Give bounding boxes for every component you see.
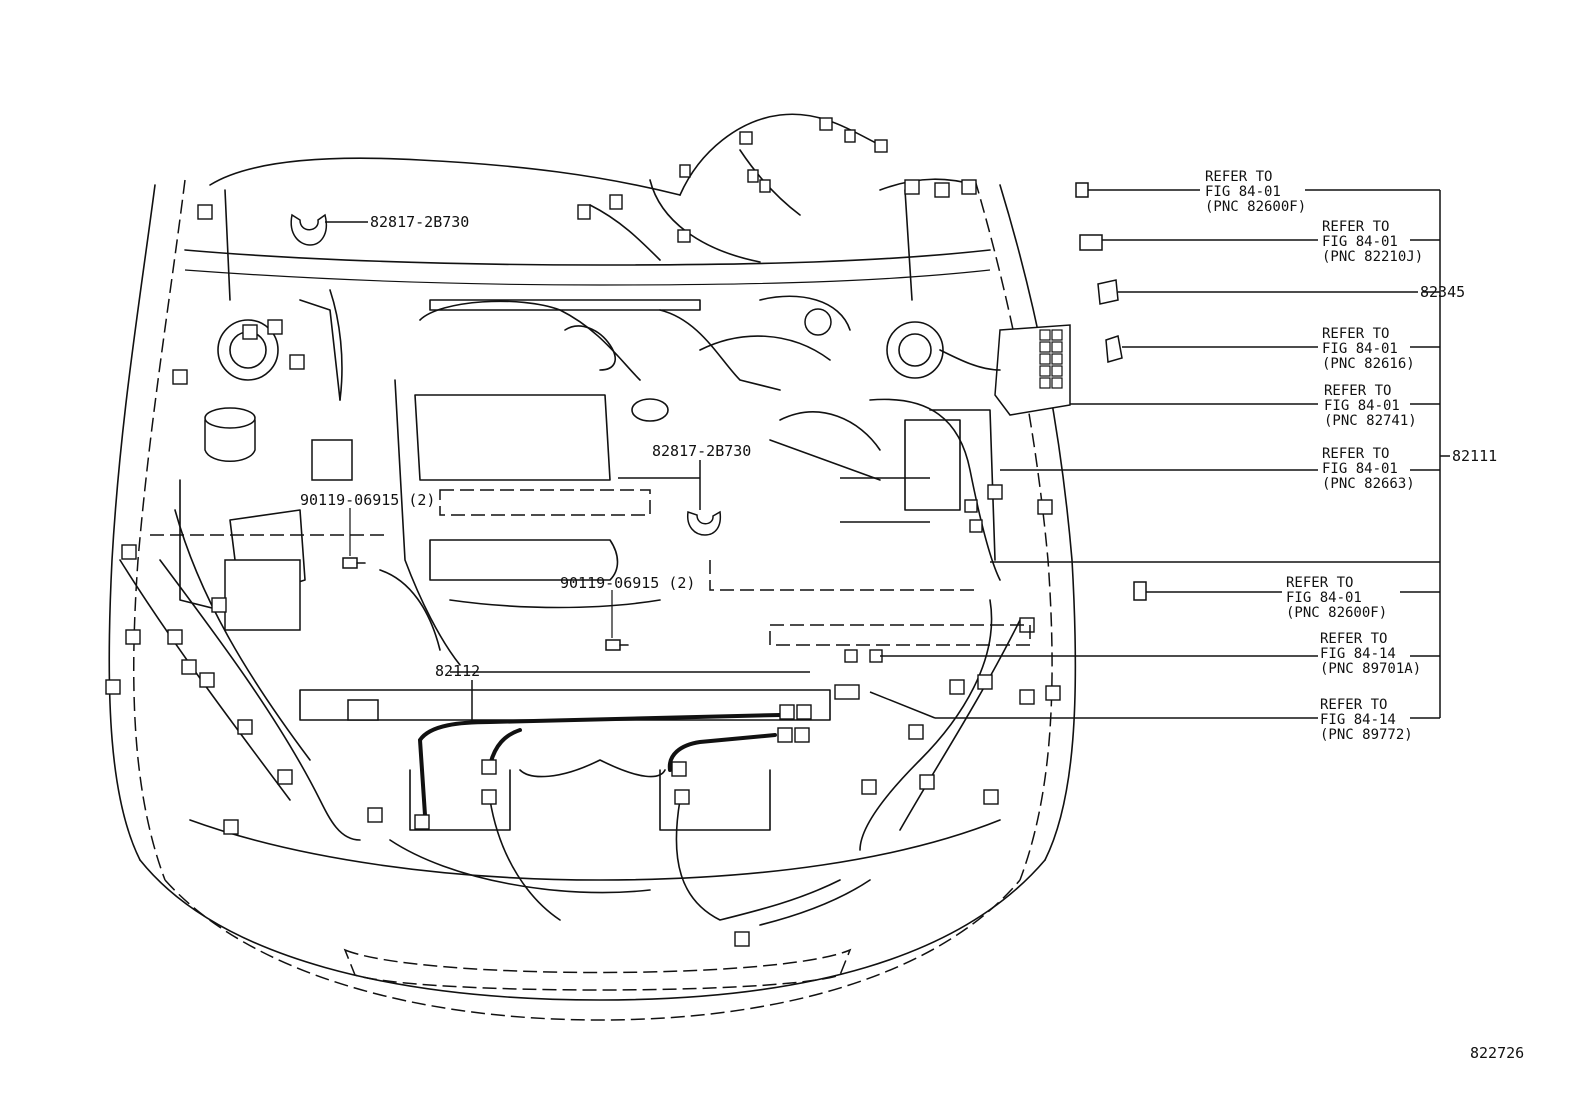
leader-lines [325, 189, 1450, 722]
callout-89772: REFER TO FIG 84-14 (PNC 89772) [1320, 697, 1413, 743]
callout-82600f-bottom: REFER TO FIG 84-01 (PNC 82600F) [1286, 575, 1387, 621]
callout-89701a: REFER TO FIG 84-14 (PNC 89701A) [1320, 631, 1421, 677]
svg-text:FIG 84-01: FIG 84-01 [1322, 341, 1398, 357]
svg-text:FIG 84-01: FIG 84-01 [1286, 590, 1362, 606]
bolt-mid-icon [605, 590, 629, 651]
svg-text:(PNC 89701A): (PNC 89701A) [1320, 661, 1421, 677]
label-relay: 82345 [1420, 283, 1465, 301]
connector-82616-icon [1105, 335, 1123, 363]
right-components [834, 321, 1071, 851]
clamp-mid-icon [686, 510, 722, 536]
svg-text:(PNC 89772): (PNC 89772) [1320, 727, 1413, 743]
left-components [105, 289, 383, 841]
svg-text:REFER TO: REFER TO [1320, 697, 1387, 713]
svg-text:(PNC 82616): (PNC 82616) [1322, 356, 1415, 372]
svg-text:FIG 84-01: FIG 84-01 [1322, 461, 1398, 477]
svg-text:REFER TO: REFER TO [1286, 575, 1353, 591]
svg-text:(PNC 82600F): (PNC 82600F) [1205, 199, 1306, 215]
svg-text:REFER TO: REFER TO [1322, 326, 1389, 342]
figure-id: 822726 [1470, 1044, 1524, 1062]
svg-text:FIG 84-01: FIG 84-01 [1205, 184, 1281, 200]
fuse-box-cells [1039, 329, 1063, 389]
label-clamp-mid: 82817-2B730 [652, 442, 751, 460]
label-harness-main: 82111 [1452, 447, 1497, 465]
label-clamp-top: 82817-2B730 [370, 213, 469, 231]
clamp-top-icon [290, 213, 327, 246]
callout-82663: REFER TO FIG 84-01 (PNC 82663) [1322, 446, 1415, 492]
label-bolt-mid: 90119-06915 (2) [560, 574, 695, 592]
svg-text:REFER TO: REFER TO [1322, 446, 1389, 462]
svg-text:FIG 84-01: FIG 84-01 [1324, 398, 1400, 414]
svg-text:FIG 84-14: FIG 84-14 [1320, 712, 1396, 728]
callout-82741: REFER TO FIG 84-01 (PNC 82741) [1324, 383, 1417, 429]
connector-82210j-icon [1079, 234, 1103, 251]
svg-text:REFER TO: REFER TO [1205, 169, 1272, 185]
svg-text:(PNC 82741): (PNC 82741) [1324, 413, 1417, 429]
front-harness [150, 534, 1031, 947]
label-harness-sub: 82112 [435, 662, 480, 680]
connector-82600f-top-icon [1075, 182, 1089, 198]
engine-block [379, 295, 881, 666]
svg-text:REFER TO: REFER TO [1322, 219, 1389, 235]
callout-82600f-top: REFER TO FIG 84-01 (PNC 82600F) [1205, 169, 1306, 215]
svg-text:FIG 84-01: FIG 84-01 [1322, 234, 1398, 250]
hardware [290, 182, 1147, 651]
relay-82345-icon [1097, 279, 1119, 305]
svg-text:(PNC 82210J): (PNC 82210J) [1322, 249, 1423, 265]
vehicle-body-outline [108, 179, 1077, 1021]
svg-text:REFER TO: REFER TO [1320, 631, 1387, 647]
callout-82616: REFER TO FIG 84-01 (PNC 82616) [1322, 326, 1415, 372]
svg-text:(PNC 82600F): (PNC 82600F) [1286, 605, 1387, 621]
connector-82600f-bottom-icon [1133, 581, 1147, 601]
upper-harness [197, 113, 977, 301]
label-bolt-left: 90119-06915 (2) [300, 491, 435, 509]
svg-text:(PNC 82663): (PNC 82663) [1322, 476, 1415, 492]
bolt-left-icon [342, 508, 366, 569]
part-labels: 82817-2B730 82817-2B730 90119-06915 (2) … [300, 213, 1524, 1062]
svg-text:REFER TO: REFER TO [1324, 383, 1391, 399]
svg-text:FIG 84-14: FIG 84-14 [1320, 646, 1396, 662]
callout-82210j: REFER TO FIG 84-01 (PNC 82210J) [1322, 219, 1423, 265]
